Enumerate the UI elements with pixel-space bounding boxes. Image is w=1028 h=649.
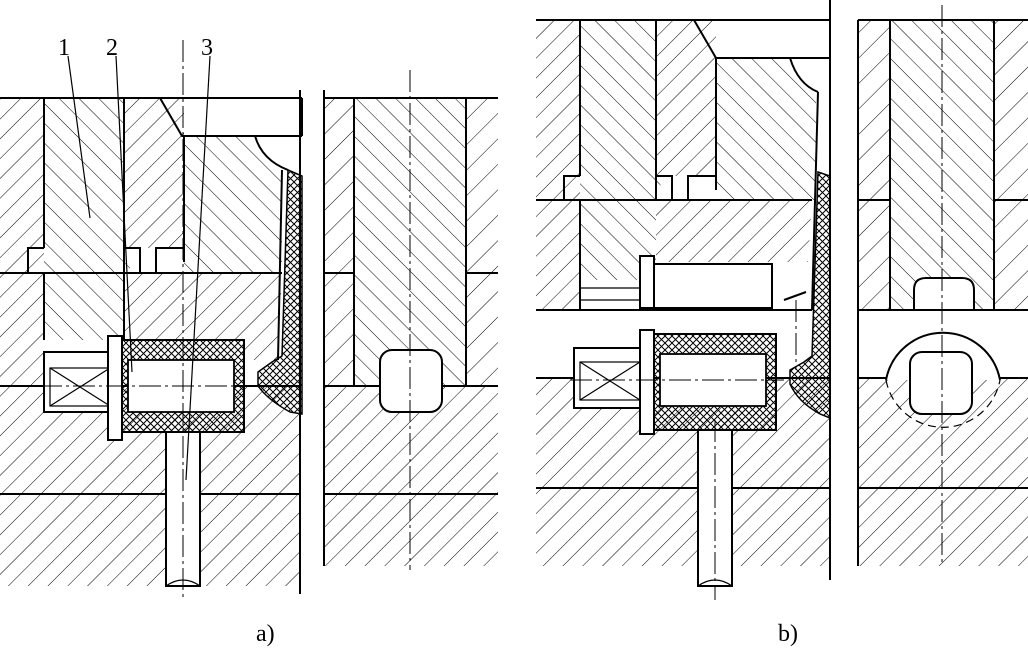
cavity-insert (184, 136, 282, 273)
guide-block (124, 98, 184, 248)
b-slider (580, 20, 662, 280)
part-label-2: 2 (106, 35, 118, 61)
side-plate-left (324, 98, 354, 386)
b-cavity-insert (716, 58, 816, 200)
caption-a: a) (256, 621, 275, 647)
slider-part-1 (44, 98, 130, 340)
b-fixed-plate (536, 20, 580, 200)
b-guide-block (656, 20, 716, 176)
left-fixed-plate (0, 98, 44, 273)
sleeve-flange-part-2 (107, 335, 123, 441)
b-side-plate-left (858, 20, 890, 310)
b-core-block (656, 200, 812, 262)
core-block (124, 273, 282, 360)
side-base (324, 386, 498, 566)
b-base-plate (536, 488, 830, 566)
square-pin-section (379, 349, 443, 413)
b-side-plate-right (994, 20, 1028, 310)
view-a-side (323, 70, 498, 570)
b-plastic-part (789, 170, 831, 420)
view-b-side (857, 5, 1028, 566)
caption-b: b) (778, 621, 798, 647)
side-plate-right (466, 98, 498, 386)
b-square-pin-section (909, 351, 973, 415)
view-a-section (0, 40, 303, 600)
part-label-3: 3 (201, 35, 213, 61)
left-lower-plate (0, 273, 44, 386)
b-lower-plate (536, 200, 580, 310)
view-b-section (536, 0, 831, 600)
base-plate (0, 494, 300, 586)
part-label-1: 1 (58, 35, 70, 61)
plastic-part (257, 168, 303, 415)
